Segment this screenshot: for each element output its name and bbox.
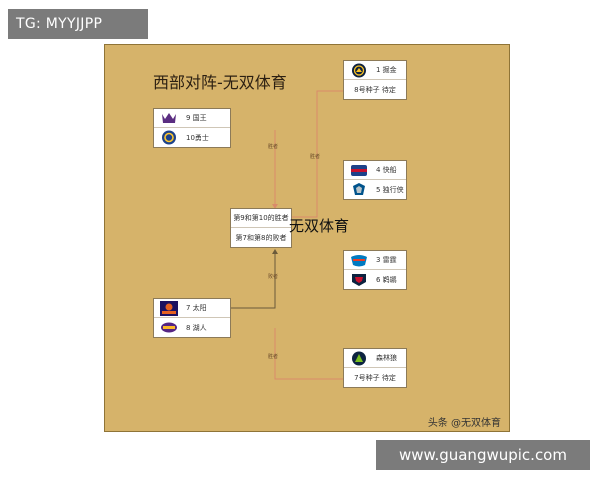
team-label-clippers: 4 快船 — [376, 166, 397, 174]
seed7-tbd-label: 7号种子 待定 — [354, 373, 396, 382]
matchup-seed2v7: 森林狼 7号种子 待定 — [343, 348, 407, 388]
playin-loser-row: 第7和第8的败者 — [231, 228, 291, 247]
team-row-clippers: 4 快船 — [344, 161, 406, 180]
team-row-thunder: 3 雷霆 — [344, 251, 406, 270]
connector-7v8-to-seed2 — [274, 328, 343, 380]
team-row-kings: 9 国王 — [154, 109, 230, 128]
team-row-suns: 7 太阳 — [154, 299, 230, 318]
mavericks-logo-icon — [353, 183, 365, 195]
team-label-lakers: 8 湖人 — [186, 323, 207, 332]
timberwolves-logo-icon — [352, 351, 366, 365]
label-winner-7v8: 胜者 — [268, 354, 279, 360]
playin-loser-label: 第7和第8的败者 — [235, 233, 287, 242]
matchup-7v8: 7 太阳 8 湖人 — [153, 298, 231, 338]
team-row-pelicans: 6 鹈鹕 — [344, 270, 406, 289]
arrow-9v10-to-center — [272, 204, 278, 209]
arrow-7v8-to-center — [272, 249, 278, 254]
bracket-connectors — [231, 90, 343, 380]
team-label-kings: 9 国王 — [186, 114, 207, 122]
playin-winner-row: 第9和第10的胜者 — [231, 209, 291, 228]
team-label-thunder: 3 雷霆 — [376, 256, 397, 264]
board-title: 西部对阵-无双体育 — [153, 73, 287, 92]
pelicans-logo-icon — [352, 274, 366, 286]
seed7-tbd-row: 7号种子 待定 — [344, 368, 406, 387]
kings-logo-icon — [162, 112, 176, 123]
team-row-lakers: 8 湖人 — [154, 318, 230, 337]
matchup-seed1v8: 1 掘金 8号种子 待定 — [343, 60, 407, 100]
center-watermark: 无双体育 — [289, 217, 350, 235]
seed8-tbd-label: 8号种子 待定 — [354, 85, 396, 94]
team-label-suns: 7 太阳 — [186, 304, 207, 312]
team-label-pelicans: 6 鹈鹕 — [376, 275, 397, 284]
team-row-nuggets: 1 掘金 — [344, 61, 406, 80]
thunder-logo-icon — [351, 254, 367, 266]
warriors-logo-icon — [162, 130, 176, 145]
watermark-tag-bottom: www.guangwupic.com — [376, 440, 590, 470]
matchup-seed4v5: 4 快船 5 独行侠 — [343, 160, 407, 200]
label-winner-center: 胜者 — [310, 154, 321, 160]
connector-7v8-to-center — [231, 250, 276, 309]
seed8-tbd-row: 8号种子 待定 — [344, 80, 406, 99]
connector-center-to-seed1 — [292, 90, 343, 218]
team-label-timberwolves: 森林狼 — [376, 354, 397, 362]
nuggets-logo-icon — [352, 63, 366, 77]
credit-text: 头条 @无双体育 — [427, 418, 501, 429]
matchup-seed3v6: 3 雷霆 6 鹈鹕 — [343, 250, 407, 290]
label-loser-7v8: 败者 — [268, 274, 279, 280]
team-row-timberwolves: 森林狼 — [344, 349, 406, 368]
playin-winner-label: 第9和第10的胜者 — [233, 214, 289, 222]
team-row-mavericks: 5 独行侠 — [344, 180, 406, 199]
matchup-playin-center: 第9和第10的胜者 第7和第8的败者 — [230, 208, 292, 248]
suns-logo-icon — [160, 300, 178, 316]
matchup-9v10: 9 国王 10勇士 — [153, 108, 231, 148]
clippers-logo-icon — [351, 164, 367, 176]
bracket-board: 西部对阵-无双体育 胜者 胜者 败者 胜者 9 国王 10勇士 — [104, 44, 510, 432]
team-row-warriors: 10勇士 — [154, 128, 230, 147]
lakers-logo-icon — [161, 322, 177, 333]
watermark-tag-top: TG: MYYJJPP — [8, 9, 148, 39]
team-label-warriors: 10勇士 — [186, 133, 209, 142]
label-winner-9v10: 胜者 — [268, 144, 279, 150]
team-label-nuggets: 1 掘金 — [376, 66, 397, 74]
team-label-mavericks: 5 独行侠 — [376, 185, 404, 194]
